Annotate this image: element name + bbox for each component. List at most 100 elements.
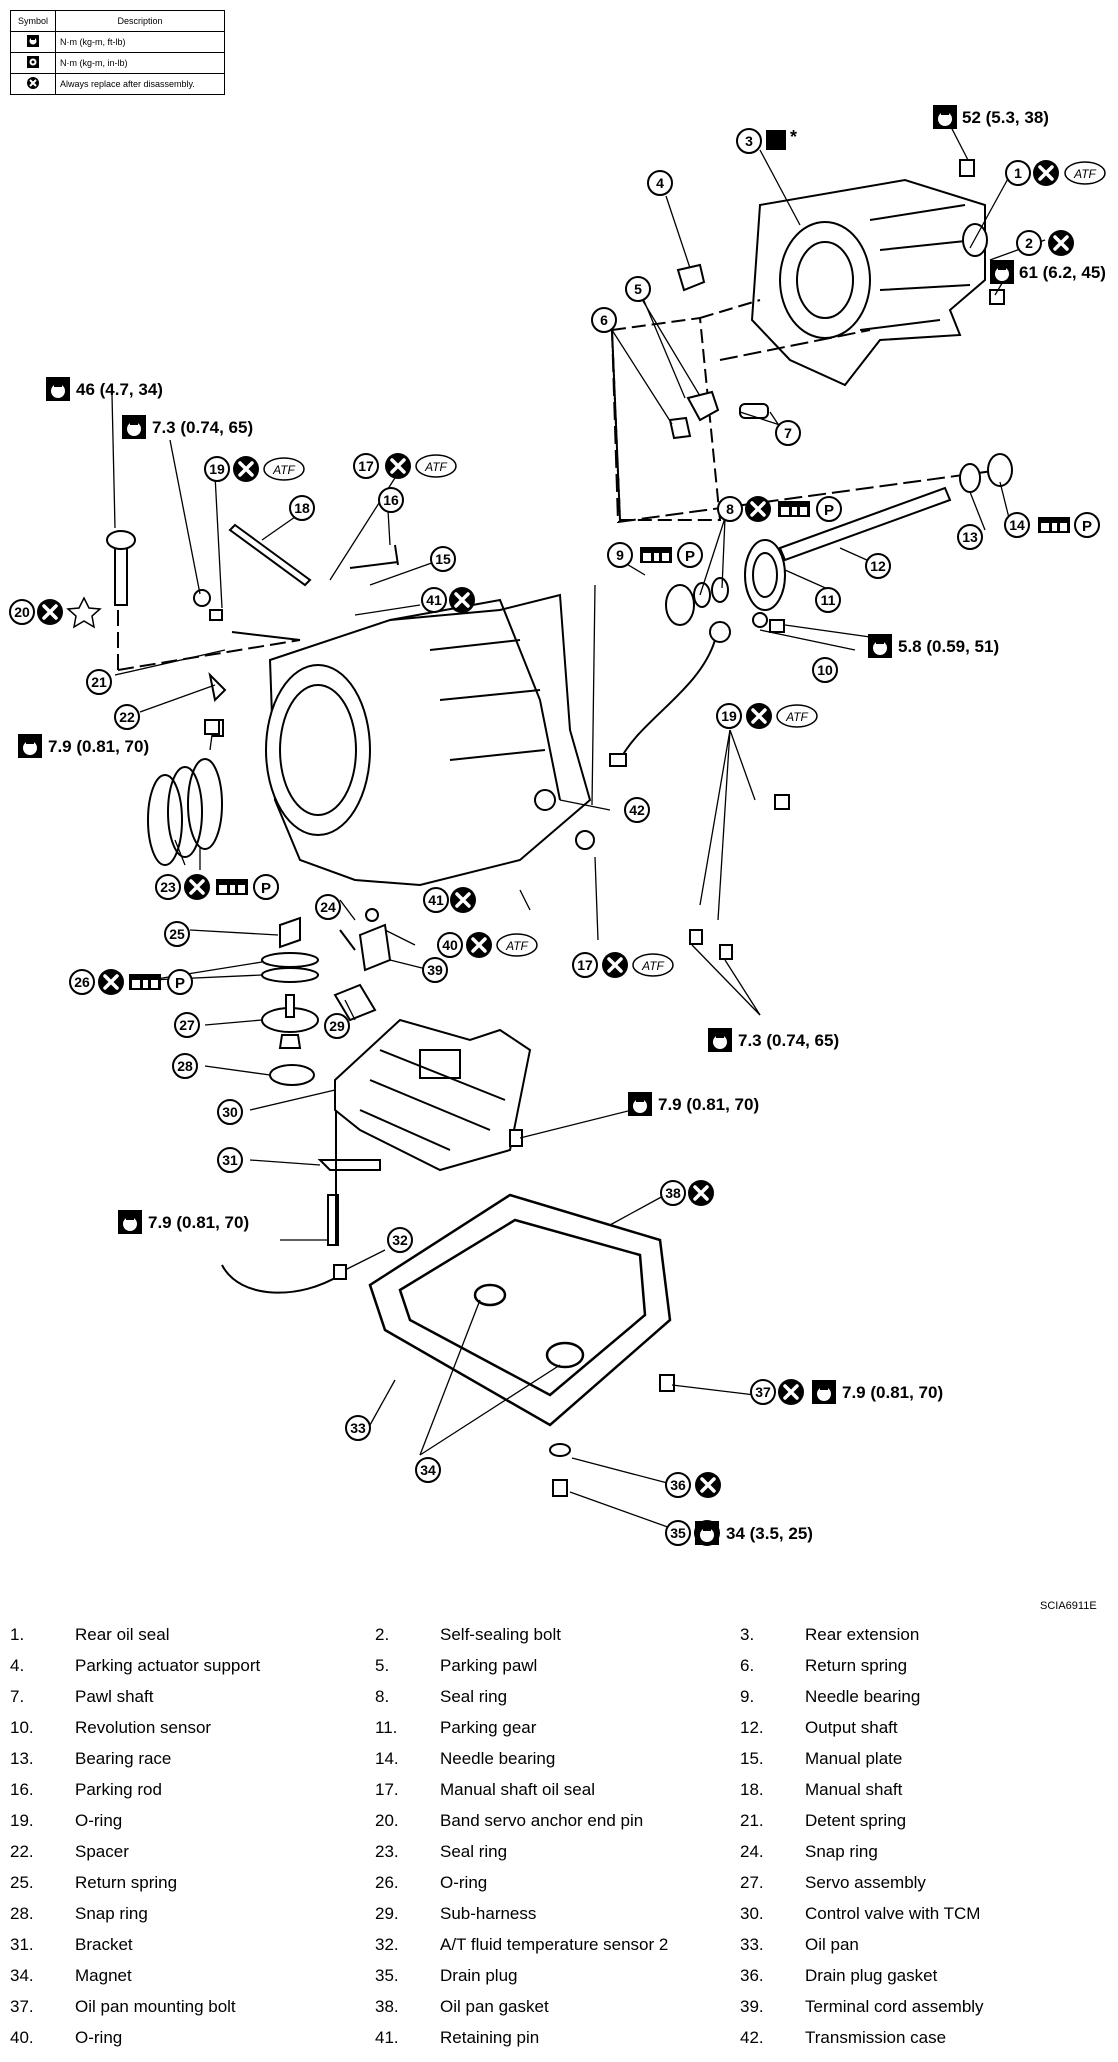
part-name: Detent spring <box>805 1811 907 1830</box>
part-number: 5. <box>375 1656 390 1675</box>
part-number: 10. <box>10 1718 34 1737</box>
callout-27: 27 <box>179 1017 195 1033</box>
torque-spec-52: 52 (5.3, 38) <box>962 108 1049 127</box>
part-number: 21. <box>740 1811 764 1830</box>
callout-16: 16 <box>383 492 399 508</box>
part-number: 35. <box>375 1966 399 1985</box>
torque-icon <box>122 415 146 439</box>
callout-22: 22 <box>119 709 135 725</box>
parking-subassembly-box <box>610 299 761 521</box>
part-name: Oil pan gasket <box>440 1997 549 2016</box>
always-replace-icon <box>447 585 477 615</box>
oil-pan-drawing <box>368 1193 672 1427</box>
atf-badge-text: ATF <box>505 939 528 953</box>
part-number: 24. <box>740 1842 764 1861</box>
callout-17b: 17 <box>577 957 593 973</box>
atf-badge-text: ATF <box>641 959 664 973</box>
callout-34: 34 <box>420 1462 436 1478</box>
part-name: O-ring <box>75 1811 123 1830</box>
part-name: O-ring <box>75 2028 123 2047</box>
always-replace-icon <box>693 1470 723 1500</box>
torque-spec-46: 46 (4.7, 34) <box>76 380 163 399</box>
torque-spec-7-3-top: 7.3 (0.74, 65) <box>152 418 253 437</box>
part-number: 26. <box>375 1873 399 1892</box>
torque-icon <box>812 1380 836 1404</box>
exploded-view-diagram: 1 2 3 4 5 6 7 8 9 10 11 12 13 14 15 16 1… <box>9 105 1106 1548</box>
grease-icon <box>129 974 161 990</box>
part-name: Servo assembly <box>805 1873 926 1892</box>
part-name: Needle bearing <box>440 1749 556 1768</box>
callout-25: 25 <box>169 926 185 942</box>
always-replace-icon <box>600 950 630 980</box>
torque-icon <box>46 377 70 401</box>
part-name: Magnet <box>75 1966 132 1985</box>
callout-42: 42 <box>629 802 645 818</box>
always-replace-icon <box>448 885 478 915</box>
part-number: 38. <box>375 1997 399 2016</box>
callout-6: 6 <box>600 312 608 328</box>
part-number: 3. <box>740 1625 755 1644</box>
callout-21: 21 <box>91 674 107 690</box>
callout-2: 2 <box>1025 235 1033 251</box>
part-number: 19. <box>10 1811 34 1830</box>
callout-15: 15 <box>435 551 451 567</box>
grease-icon <box>640 547 672 563</box>
callout-10: 10 <box>817 662 833 678</box>
part-number: 16. <box>10 1780 34 1799</box>
torque-icon <box>868 634 892 658</box>
callout-labels: 1 2 3 4 5 6 7 8 9 10 11 12 13 14 15 16 1… <box>9 128 1042 1546</box>
part-number: 37. <box>10 1997 34 2016</box>
part-name: Oil pan <box>805 1935 859 1954</box>
torque-spec-34: 34 (3.5, 25) <box>726 1524 813 1543</box>
always-replace-icon <box>10 73 56 95</box>
part-number: 33. <box>740 1935 764 1954</box>
callout-5: 5 <box>634 281 642 297</box>
part-name: Rear oil seal <box>75 1625 170 1644</box>
part-name: O-ring <box>440 1873 488 1892</box>
callout-40: 40 <box>442 937 458 953</box>
part-number: 36. <box>740 1966 764 1985</box>
part-number: 4. <box>10 1656 25 1675</box>
atf-badge-text: ATF <box>424 460 447 474</box>
p-badge-text: P <box>261 880 271 897</box>
part-number: 13. <box>10 1749 34 1768</box>
part-number: 28. <box>10 1904 34 1923</box>
part-number: 40. <box>10 2028 34 2047</box>
part-number: 8. <box>375 1687 390 1706</box>
callout-7: 7 <box>784 425 792 441</box>
rear-extension-asterisk: * <box>790 127 797 147</box>
part-name: Output shaft <box>805 1718 898 1737</box>
atf-badge-text: ATF <box>272 463 295 477</box>
always-replace-icon <box>744 701 774 731</box>
torque-spec-7-9-bracket: 7.9 (0.81, 70) <box>148 1213 249 1232</box>
part-number: 1. <box>10 1625 25 1644</box>
part-name: Return spring <box>805 1656 908 1675</box>
part-name: A/T fluid temperature sensor 2 <box>440 1935 669 1954</box>
part-number: 2. <box>375 1625 390 1644</box>
atf-badges: ATF ATF ATF ATF ATF ATF <box>263 161 1106 977</box>
callout-35: 35 <box>670 1525 686 1541</box>
part-number: 15. <box>740 1749 764 1768</box>
p-badge-text: P <box>1082 518 1092 535</box>
part-number: 31. <box>10 1935 34 1954</box>
callout-19a: 19 <box>209 461 225 477</box>
part-name: Seal ring <box>440 1687 508 1706</box>
part-name: Manual plate <box>805 1749 903 1768</box>
part-number: 12. <box>740 1718 764 1737</box>
callout-29: 29 <box>329 1018 345 1034</box>
part-name: Spacer <box>75 1842 129 1861</box>
torque-icon <box>628 1092 652 1116</box>
torque-spec-61: 61 (6.2, 45) <box>1019 263 1106 282</box>
part-name: Needle bearing <box>805 1687 921 1706</box>
callout-11: 11 <box>821 592 836 608</box>
part-name: Oil pan mounting bolt <box>75 1997 236 2016</box>
part-name: Manual shaft <box>805 1780 903 1799</box>
part-name: Pawl shaft <box>75 1687 154 1706</box>
star-icon <box>66 596 102 629</box>
callout-38: 38 <box>665 1185 681 1201</box>
torque-icon <box>18 734 42 758</box>
part-number: 29. <box>375 1904 399 1923</box>
callout-17a: 17 <box>358 458 374 474</box>
part-number: 18. <box>740 1780 764 1799</box>
part-name: Drain plug <box>440 1966 518 1985</box>
